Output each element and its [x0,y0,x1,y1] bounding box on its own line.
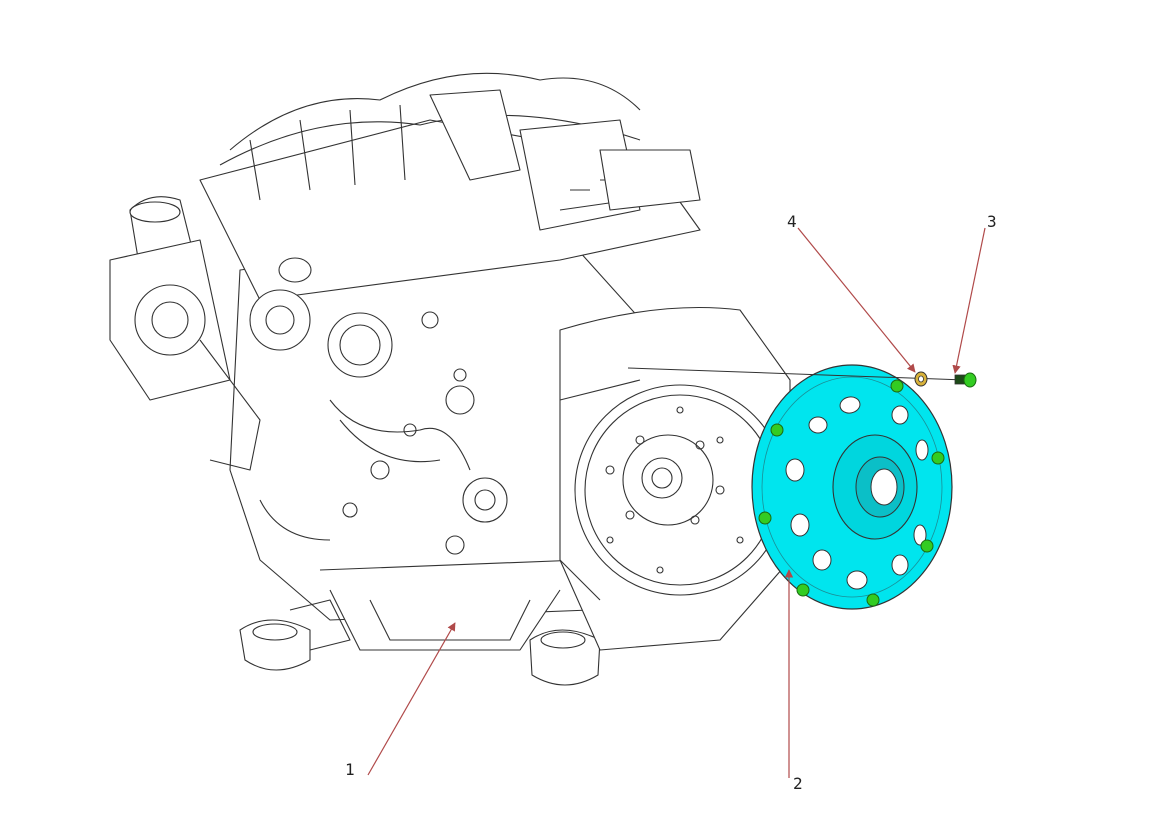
leader-lines [367,227,986,778]
engine-drawing [109,72,791,686]
callout-4: 4 [787,212,797,231]
bolt-icon [758,379,945,607]
callout-2: 2 [793,774,803,793]
bolt-icon [954,372,977,388]
flexplate [751,364,953,610]
washer-icon [914,371,928,387]
callout-3: 3 [987,212,997,231]
callout-1: 1 [345,760,355,779]
